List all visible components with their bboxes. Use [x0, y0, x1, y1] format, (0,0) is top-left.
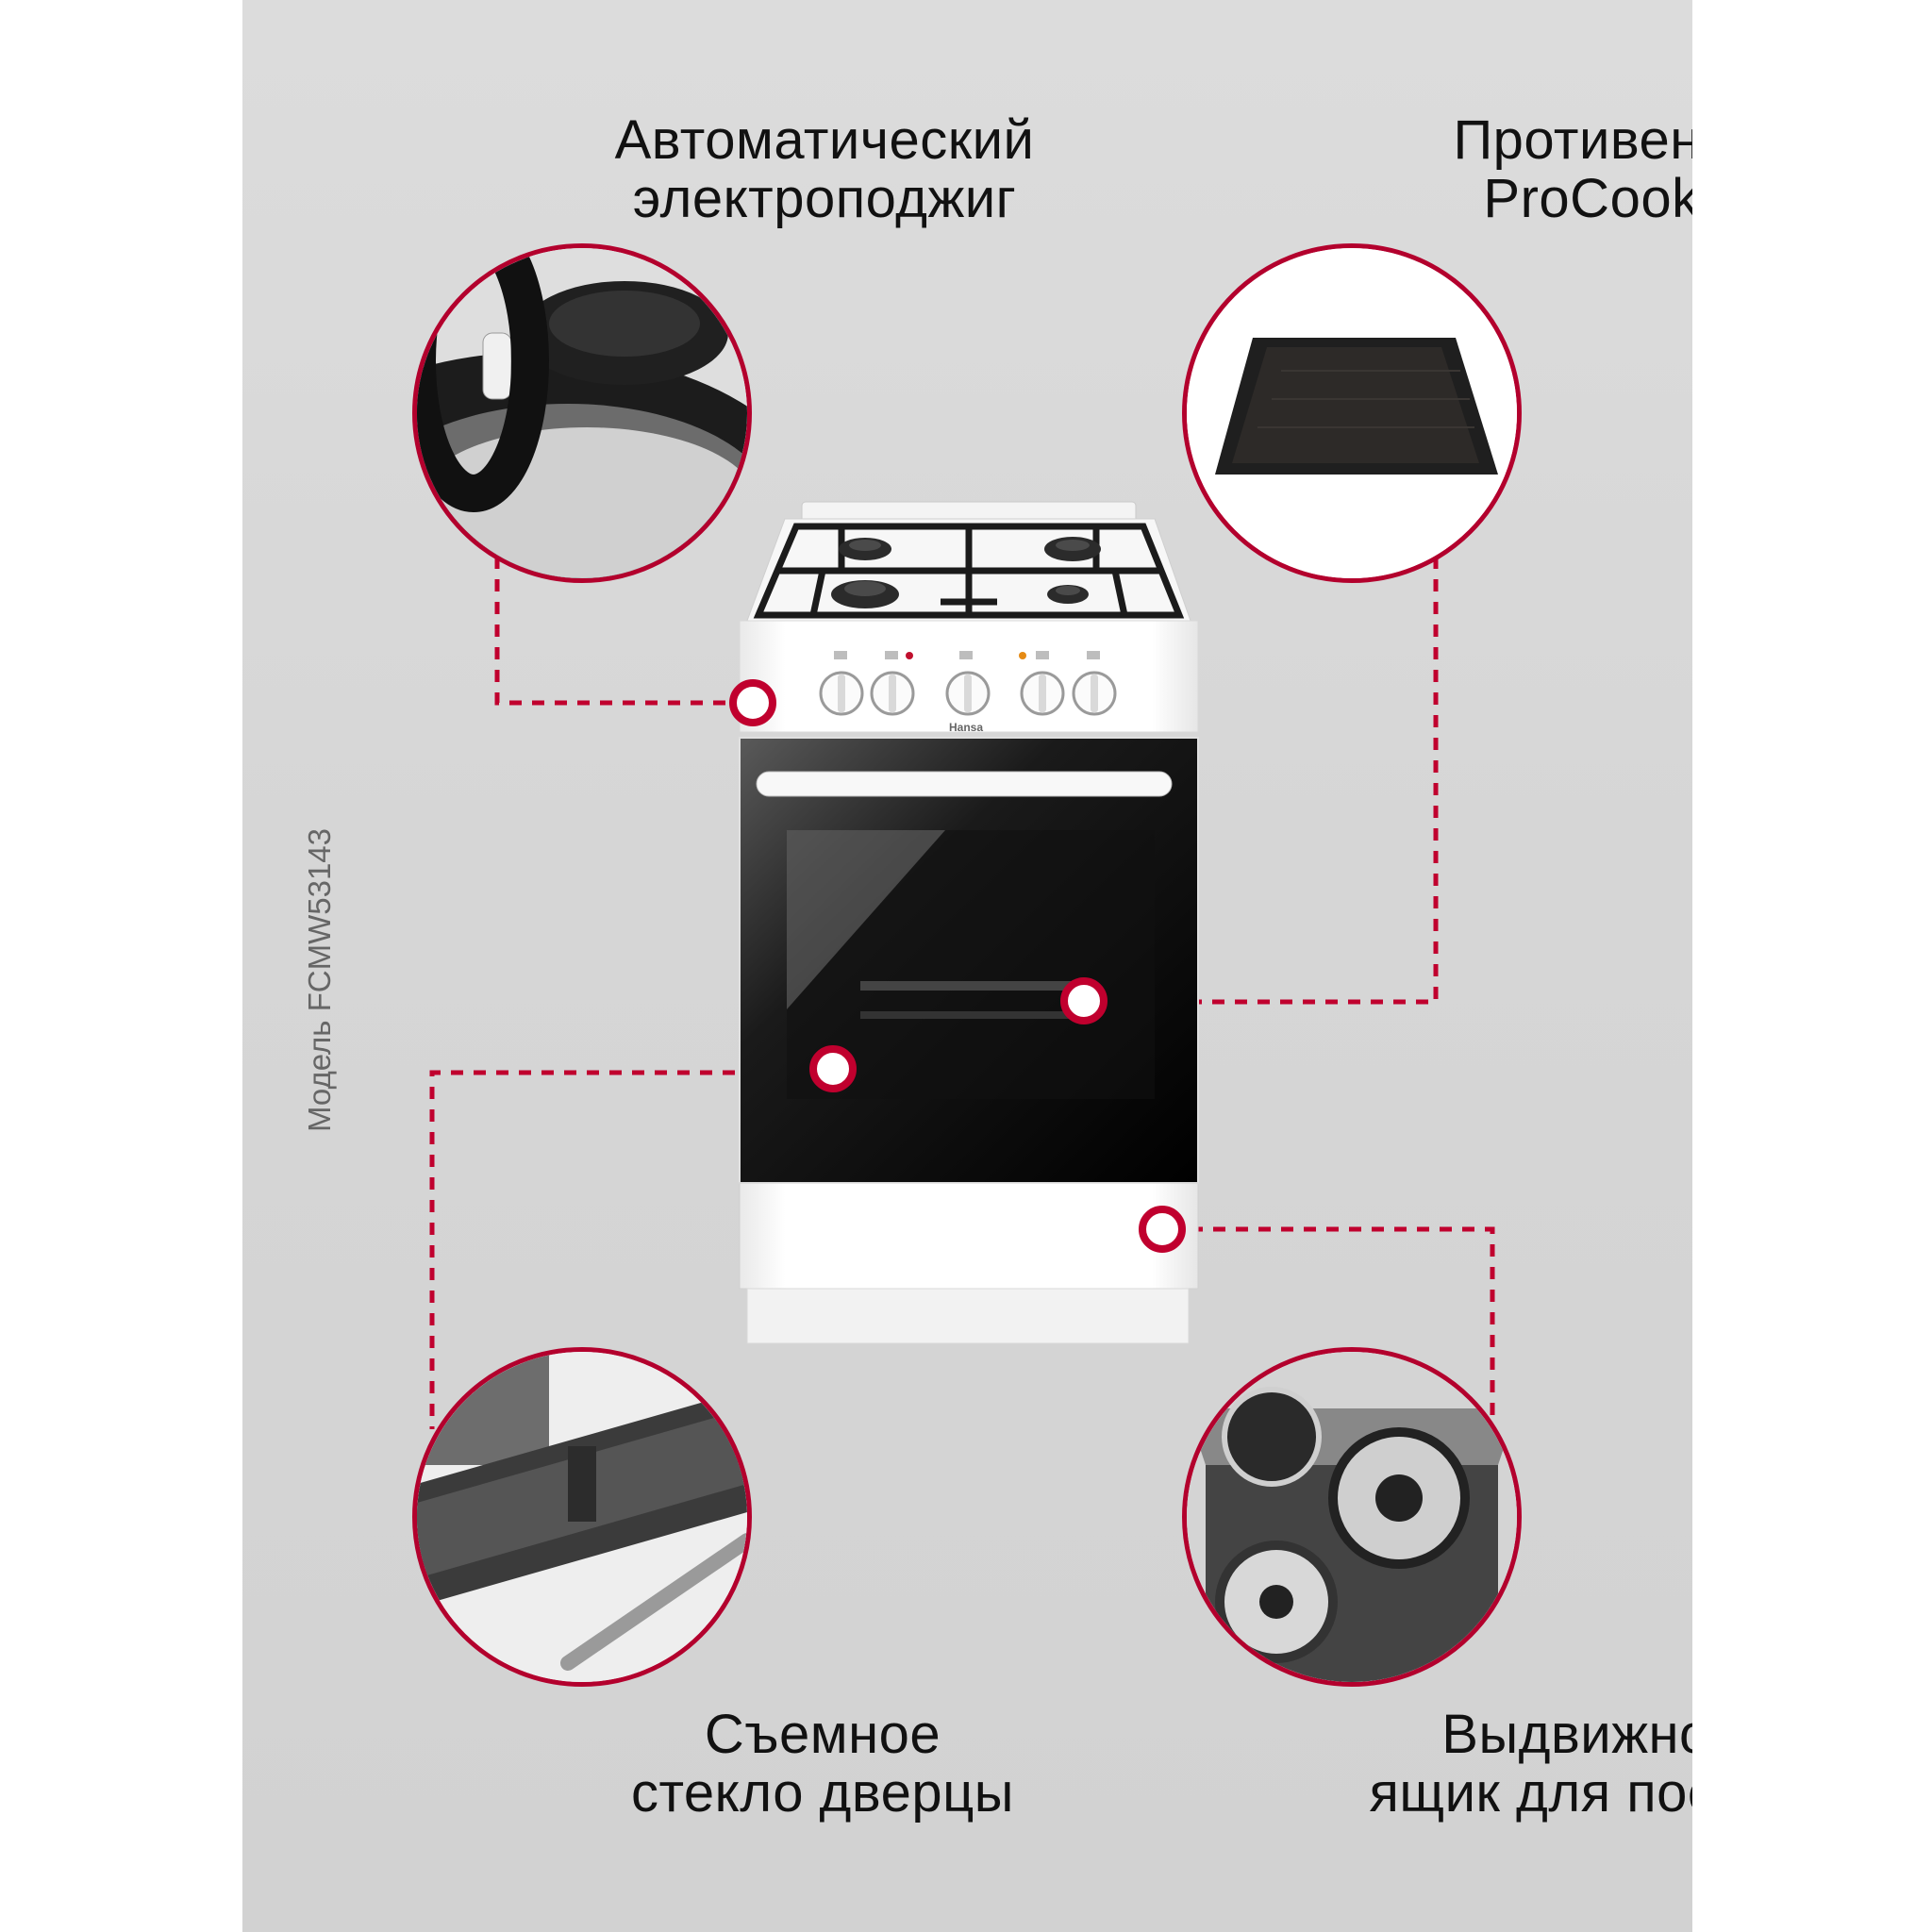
connector-ignition — [494, 557, 738, 706]
title-line: стекло дверцы — [631, 1762, 1014, 1824]
title-line: Автоматический — [614, 109, 1035, 171]
title-line: Выдвижной — [1441, 1704, 1692, 1765]
connector-tray — [1104, 557, 1439, 1005]
connector-drawer — [1191, 1226, 1495, 1429]
hotspot-glass[interactable] — [809, 1045, 857, 1092]
burner-closeup-icon — [417, 248, 747, 578]
feature-title-tray: Противень ProCook — [1261, 111, 1692, 228]
oven-door-glass-icon — [417, 1352, 747, 1682]
glass-zoom-circle — [412, 1347, 752, 1687]
title-line: Съемное — [704, 1704, 941, 1765]
tray-zoom-circle — [1182, 243, 1522, 583]
feature-title-glass: Съемное стекло дверцы — [492, 1706, 1153, 1823]
baking-tray-icon — [1187, 248, 1517, 578]
hotspot-drawer[interactable] — [1139, 1206, 1186, 1253]
brand-logo: Hansa — [949, 721, 983, 734]
title-line: Противень — [1453, 109, 1692, 171]
drawer-zoom-circle — [1182, 1347, 1522, 1687]
feature-title-drawer: Выдвижной ящик для посуды — [1261, 1704, 1693, 1824]
burner-icon — [831, 537, 1101, 608]
title-line: ProCook — [1483, 168, 1692, 229]
cookware-drawer-icon — [1187, 1352, 1517, 1682]
control-knobs — [819, 671, 1117, 716]
feature-title-ignition: Автоматический электроподжиг — [494, 111, 1155, 228]
hotspot-ignition[interactable] — [729, 679, 776, 726]
ignition-zoom-circle — [412, 243, 752, 583]
title-line: электроподжиг — [632, 168, 1017, 229]
title-line: ящик для посуды — [1369, 1762, 1693, 1824]
connector-glass — [429, 1070, 825, 1429]
hotspot-tray[interactable] — [1060, 977, 1108, 1024]
